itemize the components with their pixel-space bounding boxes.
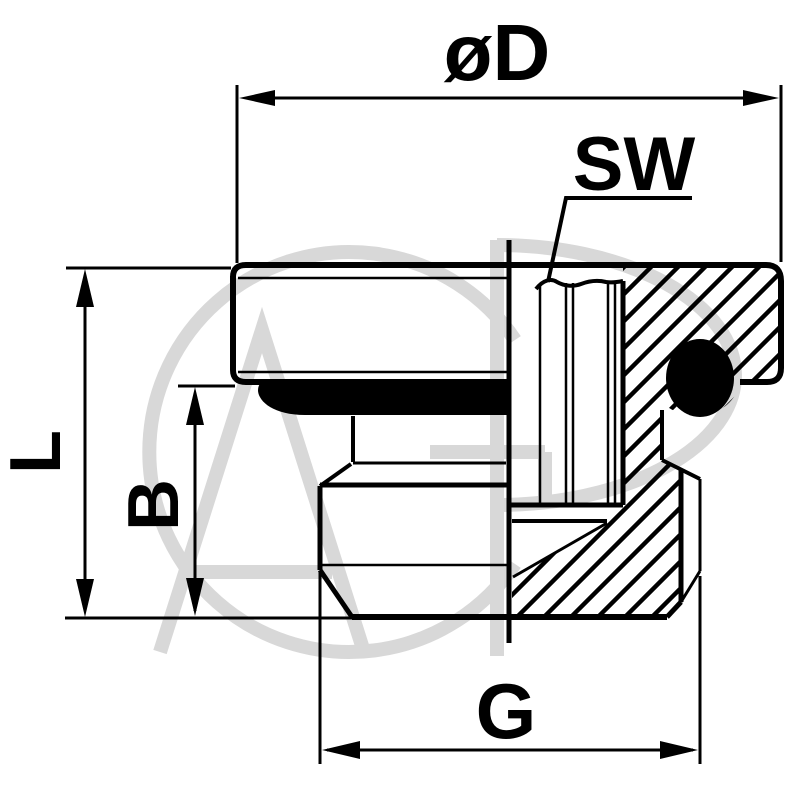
seal-washer xyxy=(258,383,508,415)
dimension-length-b xyxy=(178,384,235,616)
label-thread-g: G xyxy=(476,667,537,755)
dimension-thread-g xyxy=(318,572,702,764)
plug-head-outline xyxy=(230,262,784,385)
label-length-b: B xyxy=(114,479,194,531)
socket-cone-line xyxy=(512,521,608,579)
label-length-l: L xyxy=(0,430,76,474)
dimension-length-l xyxy=(65,266,352,620)
socket-break-line xyxy=(534,278,624,291)
label-wrench-size: SW xyxy=(573,122,696,207)
thread-profile xyxy=(660,410,702,619)
hex-socket-lines xyxy=(510,278,626,579)
section-hatch-area xyxy=(512,267,781,618)
hex-body-outline xyxy=(317,461,508,619)
dimension-diameter xyxy=(235,85,783,263)
o-ring-seal xyxy=(666,339,734,417)
label-diameter: øD xyxy=(444,8,551,97)
leader-sw xyxy=(546,196,692,283)
